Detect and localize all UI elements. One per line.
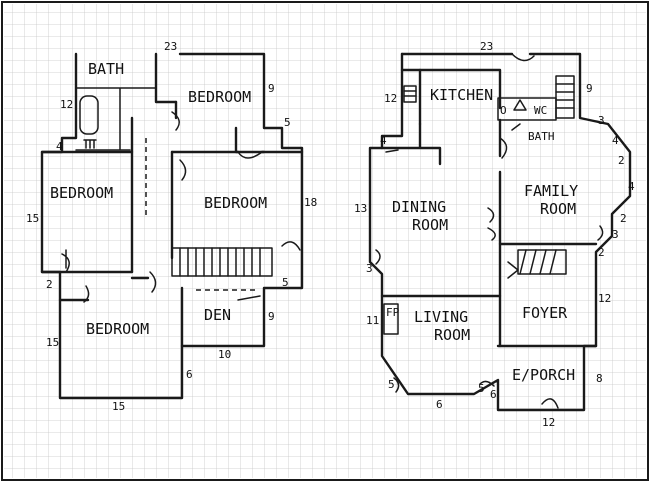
upper-bedroom-left-label: BEDROOM [50, 184, 113, 202]
main-dining-label-1: DINING [392, 198, 446, 216]
upper-dim-right-main: 18 [304, 196, 317, 209]
main-dim-living-corner-right: 5 [478, 382, 485, 395]
upper-dim-den-bottom: 10 [218, 348, 231, 361]
upper-hall-wall [154, 52, 178, 104]
main-dim-family-d: 2 [620, 212, 627, 225]
main-dim-right-bath: 3 [598, 114, 605, 127]
main-dim-family-f: 2 [598, 246, 605, 259]
main-dim-angle-left: 3 [366, 262, 373, 275]
upper-den-label: DEN [204, 306, 231, 324]
upper-dim-top: 23 [164, 40, 177, 53]
main-bath-sink-label: O [500, 104, 507, 117]
upper-bath-radiator [83, 139, 97, 149]
upper-bath-walls [75, 87, 157, 151]
main-dim-living-corner: 5 [388, 378, 395, 391]
main-family-label-1: FAMILY [524, 182, 578, 200]
main-dim-dining-side: 13 [354, 202, 367, 215]
main-dim-living-bottom: 6 [436, 398, 443, 411]
main-stairs-top [555, 75, 575, 119]
upper-dim-bottom: 15 [112, 400, 125, 413]
main-dim-porch-bottom: 12 [542, 416, 555, 429]
main-dim-family-a: 4 [612, 134, 619, 147]
main-living-window-right [479, 380, 495, 387]
main-dim-fireplace-side: 11 [366, 314, 379, 327]
main-living-label-2: ROOM [434, 326, 470, 344]
main-fireplace-label: FP [386, 306, 400, 319]
main-family-door [499, 137, 508, 159]
main-dim-foyer-side: 12 [598, 292, 611, 305]
main-dim-left-notch: 4 [380, 134, 387, 147]
main-dim-porch-side: 8 [596, 372, 603, 385]
upper-dim-bottom-bedroom-side: 15 [46, 336, 59, 349]
upper-stair-door [281, 241, 301, 251]
main-foyer-label: FOYER [522, 304, 568, 322]
main-bath-wc-label: WC [534, 104, 547, 117]
main-dim-family-c: 4 [628, 180, 635, 193]
main-dim-family-b: 2 [618, 154, 625, 167]
upper-dim-left-small: 2 [46, 278, 53, 291]
main-dim-right-upper: 9 [586, 82, 593, 95]
upper-floor-plan: BATH BEDROOM BEDROOM BEDROOM BEDROOM DEN… [26, 40, 317, 413]
upper-bedroom-top-label: BEDROOM [188, 88, 251, 106]
main-dining-top [380, 122, 442, 166]
upper-bedroom-left-door [61, 249, 70, 273]
upper-bedroom-bottom-top [58, 276, 150, 302]
upper-dim-right-upper: 9 [268, 82, 275, 95]
main-living-window-left [393, 377, 400, 393]
upper-bedroom-right-closet-door [237, 151, 263, 159]
upper-bedroom-bottom-label: BEDROOM [86, 320, 149, 338]
main-bath-label: BATH [528, 130, 555, 143]
main-kitchen-label: KITCHEN [430, 86, 493, 104]
main-bath-fixture [513, 99, 527, 111]
upper-outer-wall [40, 52, 304, 400]
upper-dim-den-side: 9 [268, 310, 275, 323]
main-bath-arrow [511, 123, 521, 131]
upper-dim-bath-side: 12 [60, 98, 73, 111]
main-living-label-1: LIVING [414, 308, 468, 326]
main-dining-corner [385, 149, 399, 153]
main-kitchen-door [511, 53, 535, 62]
main-kitchen-walls [400, 52, 514, 110]
upper-bath-label: BATH [88, 60, 124, 78]
main-dim-family-e: 3 [612, 228, 619, 241]
upper-bedroom-right-door [179, 159, 187, 181]
main-outer-wall [368, 52, 632, 412]
main-living-wall [380, 294, 502, 348]
main-kitchen-range [403, 85, 417, 103]
upper-bedroom-right-label: BEDROOM [204, 194, 267, 212]
main-kitchen-range-burners [403, 90, 417, 97]
upper-bedroom-top-door [171, 111, 180, 131]
main-dim-living-right: 6 [490, 388, 497, 401]
main-floor-plan: O WC FP KITCHEN BATH [354, 40, 635, 429]
upper-bedroom-left-walls [40, 150, 134, 274]
upper-stairs [171, 247, 273, 277]
upper-dim-left-bedroom: 15 [26, 212, 39, 225]
upper-den-door-leaf [237, 295, 261, 301]
main-dining-doors [487, 207, 496, 241]
upper-bath-tub [79, 95, 99, 135]
upper-dim-right-notch: 5 [284, 116, 291, 129]
main-fireplace [383, 303, 399, 335]
main-dining-label-2: ROOM [412, 216, 448, 234]
upper-bedroom-bottom-door [83, 285, 90, 303]
main-foyer-stairs [517, 249, 567, 275]
main-family-label-2: ROOM [540, 200, 576, 218]
main-dim-top: 23 [480, 40, 493, 53]
upper-den-door [149, 271, 157, 293]
main-dining-window [375, 249, 381, 265]
main-kitchen-counter [400, 68, 422, 126]
main-dim-kitchen-side: 12 [384, 92, 397, 105]
main-porch-label: E/PORCH [512, 366, 575, 384]
upper-dim-bottom-bedroom-inner: 6 [186, 368, 193, 381]
main-porch-door [541, 398, 559, 409]
upper-dim-left-notch: 4 [56, 140, 63, 153]
main-family-window [597, 225, 604, 241]
upper-dim-right-stair: 5 [282, 276, 289, 289]
main-foyer-door [507, 261, 519, 279]
